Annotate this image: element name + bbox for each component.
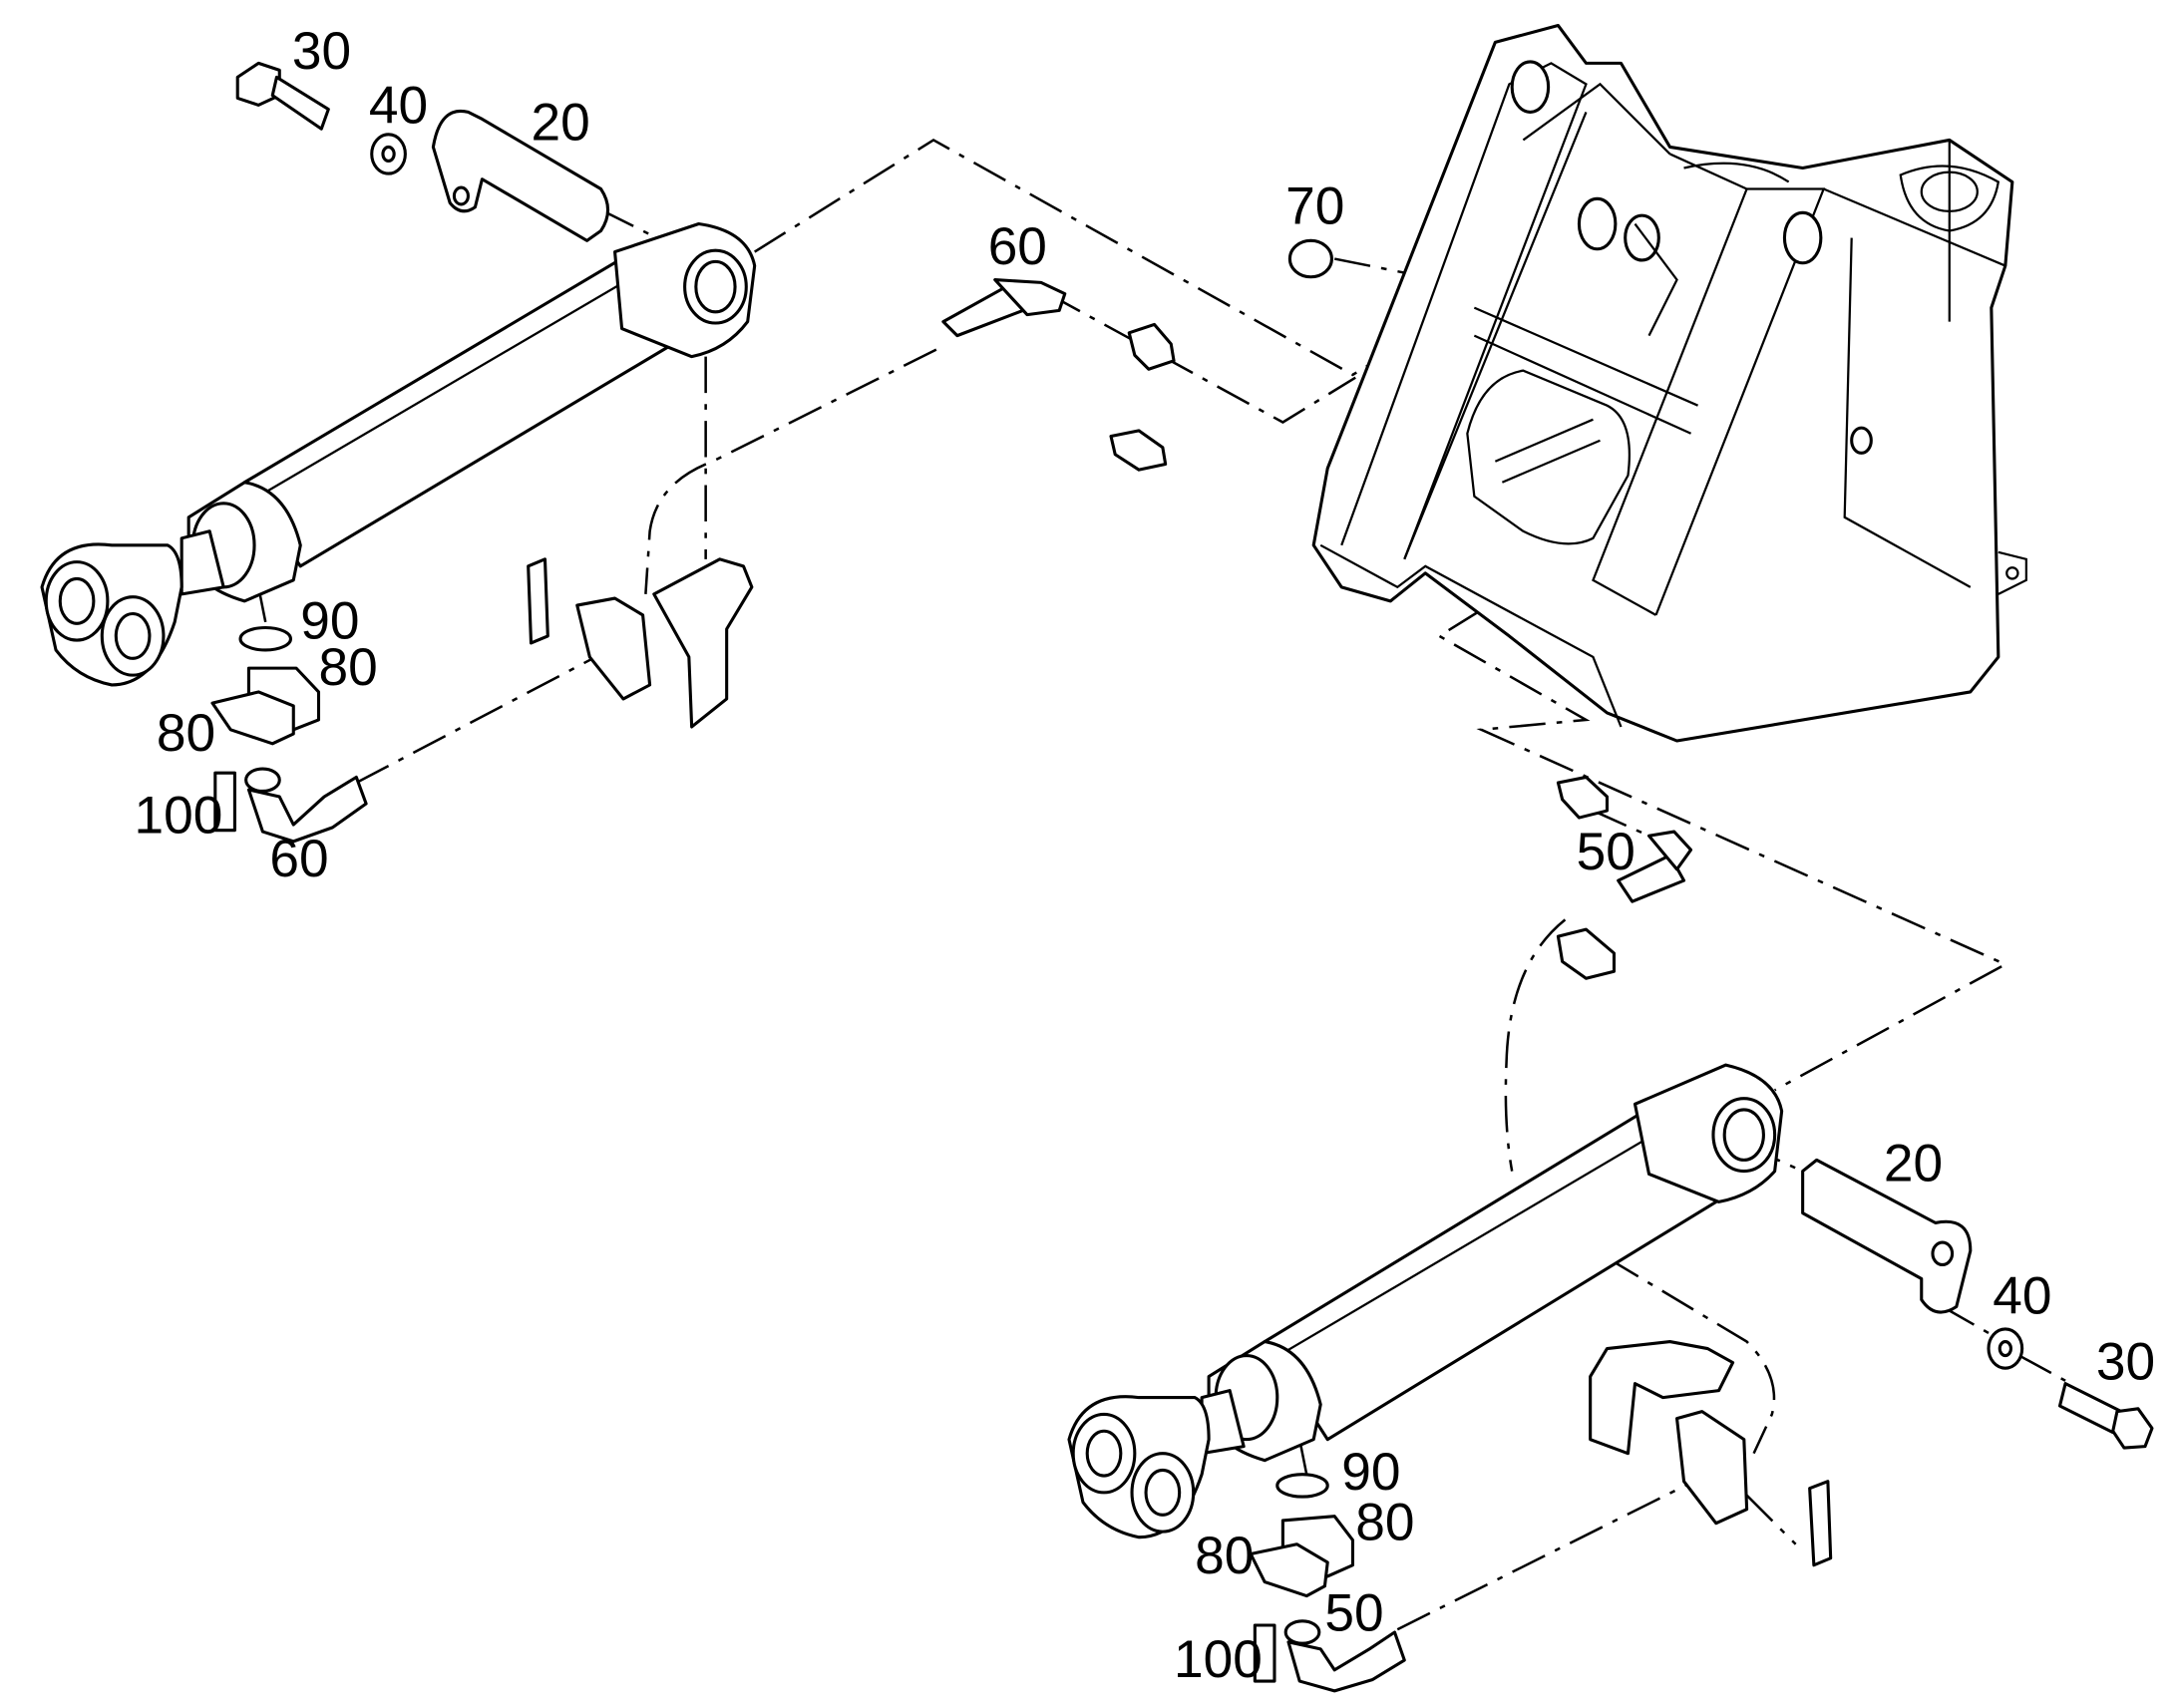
hose-60-upper (941, 278, 1067, 338)
callout-90-upper: 90 (300, 592, 359, 651)
callout-20-lower: 20 (1884, 1134, 1943, 1193)
flange-80-upper (210, 666, 321, 746)
callout-80-lower-left: 80 (1195, 1527, 1254, 1585)
callout-60-lower-label: 60 (269, 830, 328, 888)
oring-90-upper (238, 625, 293, 652)
bracket-upper (527, 557, 754, 729)
callout-80-upper-left: 80 (157, 704, 215, 763)
washer-40-lower (1987, 1327, 2024, 1370)
bolt-100-lower (1253, 1623, 1276, 1683)
pin-20-upper (431, 109, 610, 242)
callout-30-upper: 30 (292, 22, 351, 81)
assembly-lines (257, 138, 2066, 1631)
callout-60-upper: 60 (988, 217, 1047, 276)
bracket-lower (1589, 1340, 1833, 1567)
elbow-60-upper (244, 767, 368, 844)
plug-70 (1287, 238, 1333, 279)
callout-30-lower: 30 (2096, 1332, 2155, 1391)
fitting-upper-b (1109, 429, 1168, 472)
flange-80-lower (1249, 1515, 1354, 1598)
fitting-lower-b (1556, 927, 1617, 980)
callout-80-lower-right: 80 (1355, 1494, 1414, 1552)
hydraulic-cylinder-upper (40, 221, 757, 687)
callout-100-upper: 100 (135, 786, 223, 845)
hose-50-upper (1617, 830, 1693, 903)
bolt-30-lower (2057, 1382, 2154, 1450)
callout-80-upper-right: 80 (318, 638, 377, 697)
fitting-lower-a (1556, 775, 1610, 820)
callout-labels: 30 40 20 60 70 90 80 80 100 60 50 20 40 … (135, 22, 2156, 1689)
elbow-50-lower (1283, 1619, 1406, 1693)
hydraulic-cylinder-lower (1067, 1063, 1784, 1539)
washer-40-upper (370, 133, 407, 175)
callout-40-upper: 40 (369, 77, 428, 136)
loader-frame (1311, 23, 2027, 743)
callout-40-lower: 40 (1993, 1267, 2051, 1326)
bolt-30-upper (235, 61, 330, 131)
callout-100-lower: 100 (1174, 1630, 1263, 1689)
callout-20-upper: 20 (531, 93, 589, 152)
callout-90-lower: 90 (1341, 1443, 1400, 1502)
callout-70: 70 (1285, 177, 1344, 236)
fitting-upper-a (1127, 322, 1176, 371)
bolt-100-upper (213, 771, 236, 833)
callout-50-lower: 50 (1324, 1584, 1383, 1643)
pin-20-lower (1801, 1158, 1973, 1314)
callout-50-upper: 50 (1577, 823, 1635, 881)
oring-90-lower (1275, 1473, 1329, 1499)
